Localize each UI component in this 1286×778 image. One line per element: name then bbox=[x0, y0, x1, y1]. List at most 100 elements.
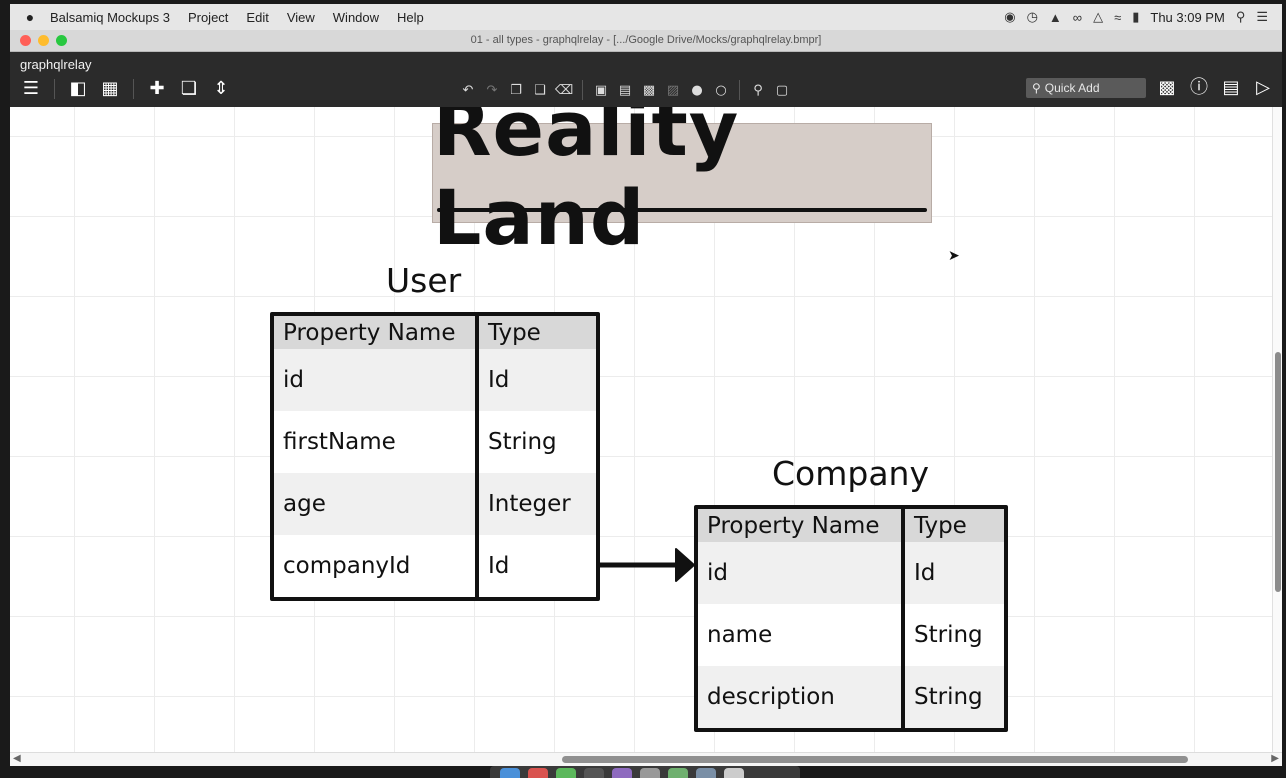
dock bbox=[490, 766, 800, 778]
quick-add-input[interactable]: ⚲ Quick Add bbox=[1026, 78, 1146, 98]
menu-app-name[interactable]: Balsamiq Mockups 3 bbox=[50, 9, 170, 25]
dock-app-icon[interactable] bbox=[500, 768, 520, 778]
close-window-button[interactable] bbox=[20, 35, 31, 46]
vertical-scrollbar[interactable] bbox=[1272, 107, 1282, 752]
type-cell: String bbox=[914, 684, 983, 710]
project-name: graphqlrelay bbox=[20, 57, 92, 72]
user-table[interactable]: Property Name Type id Id firstName Strin… bbox=[270, 312, 600, 601]
type-cell: Id bbox=[914, 560, 936, 586]
delete-icon[interactable]: ⌫ bbox=[554, 82, 574, 98]
header-property-name: Property Name bbox=[698, 509, 905, 542]
menu-edit[interactable]: Edit bbox=[246, 9, 269, 25]
traffic-lights bbox=[20, 35, 67, 46]
dock-app-icon[interactable] bbox=[640, 768, 660, 778]
dock-app-icon[interactable] bbox=[696, 768, 716, 778]
table-row: age Integer bbox=[274, 473, 596, 535]
horizontal-scrollbar[interactable]: ◀ ▶ bbox=[10, 752, 1282, 766]
unlock-icon[interactable]: ○ bbox=[715, 82, 727, 98]
timer-icon[interactable]: ◷ bbox=[1026, 9, 1038, 24]
type-cell: Integer bbox=[488, 491, 571, 517]
dock-app-icon[interactable] bbox=[556, 768, 576, 778]
app-toolbar: graphqlrelay ☰ ◧ ▦ ✚ ❏ ⇕ ↶ ↷ ❐ ❑ ⌫ ▣ ▤ ▩… bbox=[10, 52, 1282, 107]
title-label-box[interactable]: Reality Land bbox=[432, 107, 932, 262]
evernote-icon[interactable]: ▲ bbox=[1048, 9, 1062, 25]
property-cell: description bbox=[698, 666, 905, 728]
property-cell: firstName bbox=[274, 411, 479, 473]
property-cell: id bbox=[698, 542, 905, 604]
fullscreen-icon[interactable]: ▢ bbox=[775, 82, 789, 98]
company-table[interactable]: Property Name Type id Id name String des… bbox=[694, 505, 1008, 732]
notes-icon[interactable]: ▤ bbox=[1222, 77, 1240, 98]
ui-library-icon[interactable]: ▩ bbox=[1158, 77, 1176, 98]
scroll-left-icon[interactable]: ◀ bbox=[13, 753, 21, 764]
dock-app-icon[interactable] bbox=[668, 768, 688, 778]
toolbar-right-group: ⚲ Quick Add ▩ ⓘ ▤ ▷ bbox=[1026, 77, 1274, 99]
panel-toggle-icon[interactable]: ◧ bbox=[69, 78, 87, 99]
quick-add-placeholder: Quick Add bbox=[1044, 81, 1100, 95]
menu-view[interactable]: View bbox=[286, 9, 315, 25]
glasses-icon[interactable]: ∞ bbox=[1072, 9, 1083, 25]
toolbar-separator bbox=[582, 80, 583, 100]
add-mockup-icon[interactable]: ✚ bbox=[149, 78, 165, 99]
type-cell: String bbox=[914, 622, 983, 648]
group-icon[interactable]: ▣ bbox=[594, 82, 608, 98]
table-row: id Id bbox=[698, 542, 1004, 604]
property-cell: age bbox=[274, 473, 479, 535]
info-icon[interactable]: ⓘ bbox=[1190, 77, 1208, 98]
grid-view-icon[interactable]: ▦ bbox=[101, 78, 119, 99]
bring-front-icon[interactable]: ▩ bbox=[642, 82, 656, 98]
toolbar-center-group: ↶ ↷ ❐ ❑ ⌫ ▣ ▤ ▩ ▨ ● ○ ⚲ ▢ bbox=[460, 80, 790, 100]
mouse-cursor-icon: ➤ bbox=[948, 248, 960, 264]
table-row: firstName String bbox=[274, 411, 596, 473]
company-entity-title[interactable]: Company bbox=[772, 454, 929, 493]
menu-window[interactable]: Window bbox=[332, 9, 380, 25]
vertical-scroll-thumb[interactable] bbox=[1275, 352, 1281, 592]
duplicate-icon[interactable]: ❏ bbox=[180, 78, 198, 99]
dock-app-icon[interactable] bbox=[528, 768, 548, 778]
zoom-window-button[interactable] bbox=[56, 35, 67, 46]
battery-icon[interactable]: ▮ bbox=[1132, 9, 1140, 24]
table-header-row: Property Name Type bbox=[698, 509, 1004, 542]
minimize-window-button[interactable] bbox=[38, 35, 49, 46]
notification-center-icon[interactable]: ☰ bbox=[1256, 9, 1268, 24]
record-icon[interactable]: ◉ bbox=[1004, 9, 1016, 24]
send-back-icon[interactable]: ▨ bbox=[666, 82, 680, 98]
horizontal-scroll-thumb[interactable] bbox=[562, 756, 1188, 763]
status-area: ◉ ◷ ▲ ∞ △ ≈ ▮ Thu 3:09 PM ⚲ ☰ bbox=[1004, 9, 1282, 25]
scroll-right-icon[interactable]: ▶ bbox=[1271, 753, 1279, 764]
lock-icon[interactable]: ● bbox=[691, 82, 703, 98]
reorder-icon[interactable]: ⇕ bbox=[213, 78, 229, 99]
zoom-icon[interactable]: ⚲ bbox=[753, 82, 763, 98]
type-cell: Id bbox=[488, 367, 510, 393]
paste-icon[interactable]: ❑ bbox=[534, 82, 546, 98]
window-title-bar: 01 - all types - graphqlrelay - [.../Goo… bbox=[10, 30, 1282, 52]
toolbar-separator bbox=[133, 79, 134, 99]
hamburger-menu-icon[interactable]: ☰ bbox=[22, 78, 40, 99]
toolbar-separator bbox=[739, 80, 740, 100]
menu-project[interactable]: Project bbox=[187, 9, 229, 25]
relation-arrow[interactable] bbox=[596, 543, 712, 593]
drive-icon[interactable]: △ bbox=[1093, 9, 1104, 24]
title-underline bbox=[437, 208, 927, 212]
mockup-canvas[interactable]: Reality Land User Property Name Type id … bbox=[10, 107, 1272, 752]
user-entity-title[interactable]: User bbox=[386, 261, 462, 300]
dock-app-icon[interactable] bbox=[584, 768, 604, 778]
undo-icon[interactable]: ↶ bbox=[462, 82, 474, 98]
presentation-icon[interactable]: ▷ bbox=[1256, 77, 1270, 98]
header-property-name: Property Name bbox=[274, 316, 479, 349]
spotlight-search-icon[interactable]: ⚲ bbox=[1235, 9, 1246, 24]
mockup-title: Reality Land bbox=[433, 107, 740, 262]
toolbar-left-group: ☰ ◧ ▦ ✚ ❏ ⇕ bbox=[20, 78, 232, 100]
table-row: name String bbox=[698, 604, 1004, 666]
menu-help[interactable]: Help bbox=[397, 9, 424, 25]
dock-app-icon[interactable] bbox=[612, 768, 632, 778]
property-cell: name bbox=[698, 604, 905, 666]
dock-app-icon[interactable] bbox=[724, 768, 744, 778]
property-cell: companyId bbox=[274, 535, 479, 597]
apple-icon[interactable]: ● bbox=[25, 9, 35, 25]
redo-icon[interactable]: ↷ bbox=[486, 82, 498, 98]
wifi-icon[interactable]: ≈ bbox=[1114, 9, 1122, 25]
copy-icon[interactable]: ❐ bbox=[510, 82, 522, 98]
clock[interactable]: Thu 3:09 PM bbox=[1150, 9, 1225, 25]
ungroup-icon[interactable]: ▤ bbox=[618, 82, 632, 98]
